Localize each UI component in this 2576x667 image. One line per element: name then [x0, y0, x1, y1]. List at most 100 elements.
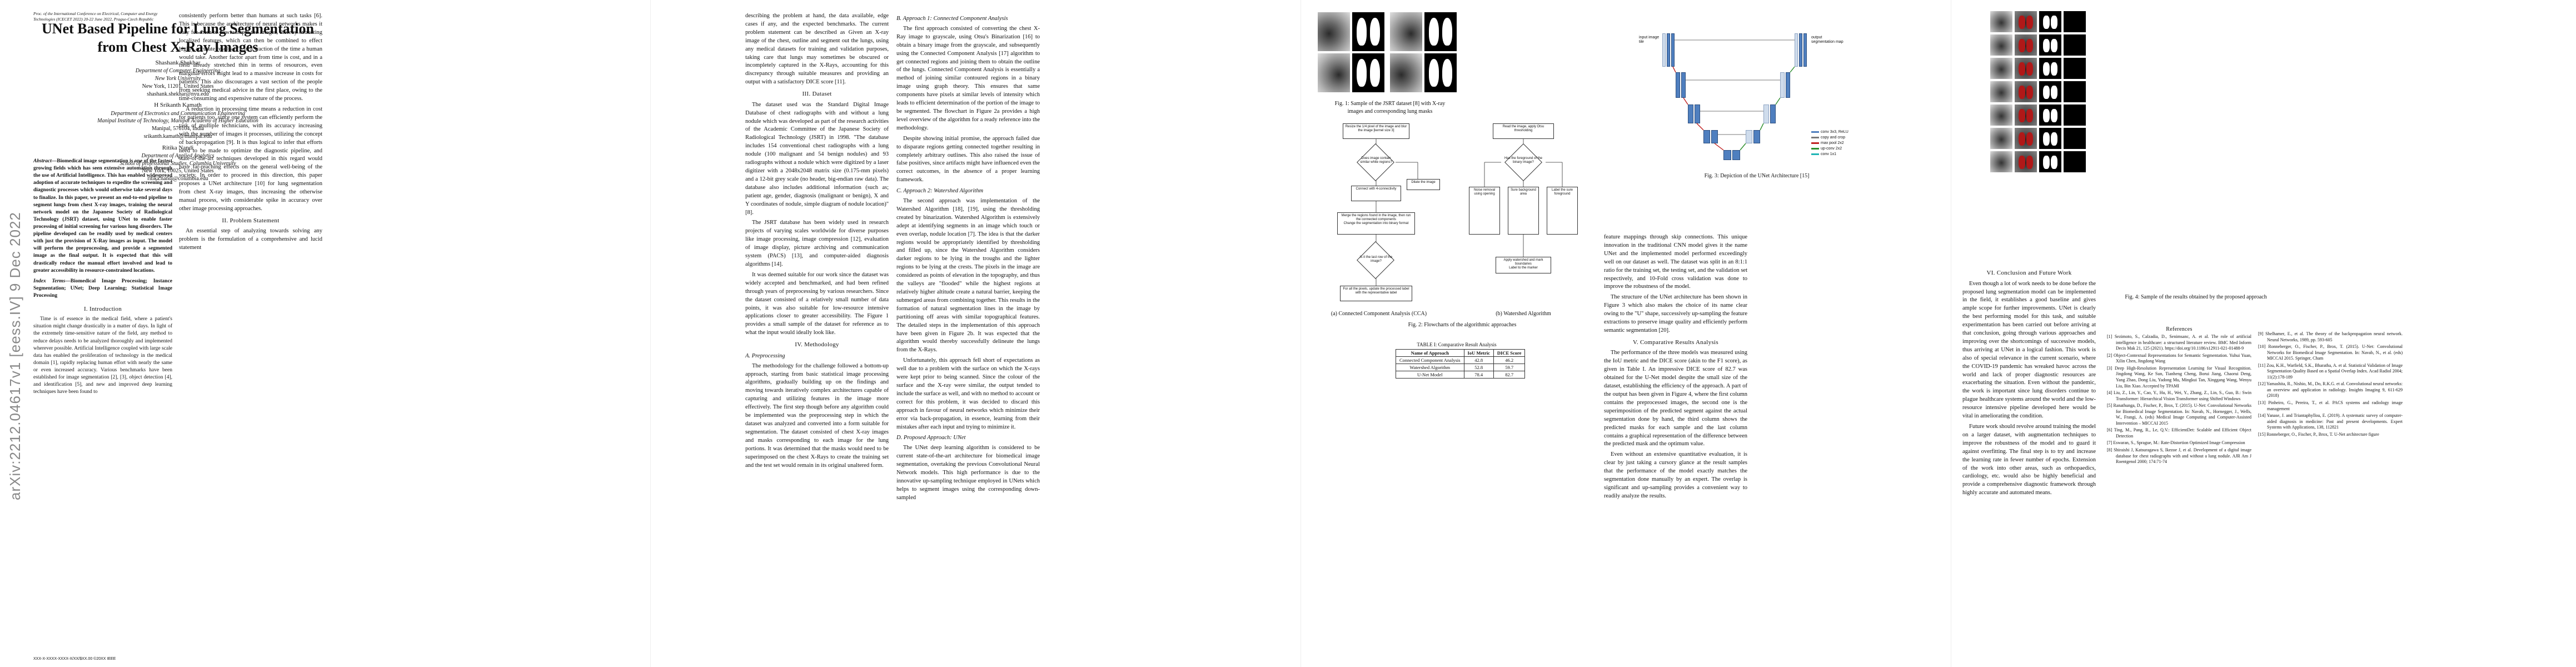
reference-item: [6] Ting, M., Pang, R., Le, Q.V.: Effici…: [2107, 427, 2251, 439]
reference-item: [15] Ronneberger, O., Fischer, P., Brox,…: [2258, 431, 2379, 437]
legend-conv: conv 3x3, ReLU: [1811, 130, 1848, 134]
flow-a-connect: Connect with 4-connectivity: [1351, 186, 1401, 201]
table-cell: U-Net Model: [1396, 371, 1464, 379]
paragraph: The methodology for the challenge follow…: [745, 362, 889, 469]
table-header: DICE Score: [1493, 349, 1526, 357]
author-name: H Srikanth Kamath: [154, 102, 202, 109]
arxiv-stamp: arXiv:2212.04617v1 [eess.IV] 9 Dec 2022: [2, 211, 27, 500]
author-email: shashank.shekhar@nyu.edu: [147, 91, 209, 97]
table-row: Watershed Algorithm 52.8 59.7: [1396, 364, 1526, 371]
author-dept: Department of Applied Analytics: [141, 152, 215, 159]
paragraph: feature mappings through skip connection…: [1604, 234, 1747, 290]
flow-b-foreground: Label the sure foreground: [1547, 187, 1578, 235]
table-header: IoU Metric: [1463, 349, 1494, 357]
copyright-footer: XXX-X-XXXX-XXXX-X/XX/$XX.00 ©20XX IEEE: [33, 657, 116, 661]
page-2: describing the problem at hand, the data…: [650, 0, 1298, 667]
paragraph: Even though a lot of work needs to be do…: [1962, 280, 2096, 420]
table-cell: 46.2: [1493, 356, 1526, 364]
table-row: U-Net Model 78.4 82.7: [1396, 371, 1526, 379]
unet-output-label: output segmentation map: [1811, 36, 1843, 44]
paragraph: describing the problem at hand, the data…: [745, 13, 889, 86]
flow-a-dilate: Dilate the image: [1407, 179, 1440, 190]
figure-3-caption: Fig. 3: Depiction of the UNet Architectu…: [1704, 173, 1810, 179]
author-inst: School of professional Studies, Columbia…: [119, 160, 236, 167]
section-heading: III. Dataset: [802, 91, 832, 98]
author-inst: Manipal Institute of Technology, Manipal…: [97, 118, 258, 125]
flow-a-q2: Is it the last row of the image?: [1359, 256, 1393, 263]
reference-item: [14] Yanase, J. and Triantaphyllou, E. (…: [2258, 413, 2403, 430]
xray-image: [1390, 53, 1422, 92]
table-cell: 42.8: [1463, 356, 1494, 364]
table-cell: 78.4: [1463, 371, 1494, 379]
paragraph: Despite showing initial promise, the app…: [896, 135, 1040, 183]
legend-conv1x1: conv 1x1: [1811, 152, 1836, 156]
intro-paragraph: Time is of essence in the medical field,…: [33, 316, 172, 395]
section-heading: VI. Conclusion and Future Work: [1986, 270, 2072, 276]
paragraph: It was deemed suitable for our work sinc…: [745, 271, 889, 336]
paper-title: UNet Based Pipeline for Lung Segmentatio…: [42, 21, 314, 55]
author-1: Shashank Shekhar Department of Computer …: [33, 59, 322, 98]
author-name: Ritika Nandi: [162, 144, 194, 151]
table-header-row: Name of Approach IoU Metric DICE Score: [1396, 349, 1526, 357]
page4-left-column: VI. Conclusion and Future Work Even thou…: [1962, 266, 2096, 500]
section-heading: II. Problem Statement: [222, 217, 280, 224]
paragraph: The structure of the UNet architecture h…: [1604, 294, 1747, 334]
author-email: srikanth.kamath@manipal.edu: [143, 133, 212, 140]
author-addr: New York, 11201, United States: [142, 83, 214, 89]
paragraph: An essential step of analyzing towards s…: [179, 228, 322, 251]
abstract-label: Abstract: [33, 158, 52, 164]
reference-item: [10] Ronneberger, O., Fischer, P., Brox,…: [2258, 344, 2403, 361]
reference-item: [9] Shelhamer, E., et al. The theory of …: [2258, 331, 2403, 342]
flow-b-q1: Has the foreground of the binary image?: [1504, 157, 1543, 164]
page3-right-column: feature mappings through skip connection…: [1604, 233, 1747, 503]
lung-mask: [1424, 53, 1457, 92]
paragraph: The JSRT database has been widely used i…: [745, 220, 889, 267]
reference-item: [13] Pinheiro, G., Pereira, T., et al. P…: [2258, 400, 2403, 411]
page-3: Fig. 1: Sample of the JSRT dataset [8] w…: [1301, 0, 1948, 667]
flow-a-q1: Does image contain similar white regions…: [1360, 157, 1392, 164]
author-block: Shashank Shekhar Department of Computer …: [33, 56, 322, 183]
index-terms-text: —Biomedical Image Processing; Instance S…: [33, 278, 172, 298]
conference-header: Proc. of the International Conference on…: [33, 11, 158, 22]
paragraph: Even without an extensive quantitative e…: [1604, 451, 1747, 499]
references-right: [9] Shelhamer, E., et al. The theory of …: [2258, 331, 2403, 439]
paragraph: The first approach consisted of converti…: [896, 25, 1040, 131]
page-4: VI. Conclusion and Future Work Even thou…: [1951, 0, 2576, 667]
paragraph: consistently perform better than humans …: [179, 13, 322, 102]
table-caption: TABLE I: Comparative Result Analysis: [1417, 342, 1497, 347]
flow-b-background: Sure background area: [1508, 187, 1539, 235]
figure-1-caption: Fig. 1: Sample of the JSRT dataset [8] w…: [1334, 101, 1446, 115]
lung-mask: [1352, 12, 1384, 51]
author-addr: Manipal, 576104, India: [152, 126, 204, 132]
author-dept: Department of Computer Engineering: [135, 68, 221, 74]
figure-1-samples: [1318, 12, 1457, 93]
flow-a-end: For all the pixels, update the processed…: [1340, 286, 1412, 301]
reference-item: [5] Ranathunga, D., Fischer, P., Brox, T…: [2107, 403, 2251, 426]
flow-a-start: Resize the 1/4 pixel of the image and bl…: [1343, 123, 1409, 139]
lung-mask: [1352, 53, 1384, 92]
references-heading: References: [2166, 326, 2193, 332]
reference-item: [2] Object-Contextual Representations fo…: [2107, 352, 2251, 364]
reference-item: [8] Shiraishi J, Katsuragawa S, Ikezoe J…: [2107, 447, 2251, 465]
legend-maxpool: max pool 2x2: [1811, 141, 1844, 145]
results-table: Name of Approach IoU Metric DICE Score C…: [1396, 349, 1526, 379]
table-cell: 59.7: [1493, 364, 1526, 371]
table-cell: Connected Component Analysis: [1396, 356, 1464, 364]
author-3: Ritika Nandi Department of Applied Analy…: [33, 144, 322, 183]
page2-left-column: describing the problem at hand, the data…: [745, 12, 889, 472]
paragraph: The performance of the three models was …: [1604, 350, 1747, 447]
page2-right-column: B. Approach 1: Connected Component Analy…: [896, 12, 1040, 505]
subsection-heading: A. Preprocessing: [745, 352, 785, 359]
paragraph: The UNet deep learning algorithm is cons…: [896, 445, 1040, 501]
lung-mask: [1424, 12, 1457, 51]
author-addr: New York, 10025, United States: [142, 168, 214, 175]
flow-b-watershed: Apply watershed and mark boundaries Labe…: [1496, 257, 1551, 273]
reference-item: [3] Deep High-Resolution Representation …: [2107, 365, 2251, 389]
figure-4-results: [1990, 11, 2101, 206]
section-heading: IV. Methodology: [795, 341, 839, 349]
paragraph: The second approach was implementation o…: [896, 198, 1040, 354]
subsection-heading: B. Approach 1: Connected Component Analy…: [896, 16, 1008, 22]
paragraph: The dataset used was the Standard Digita…: [745, 101, 889, 216]
xray-image: [1390, 12, 1422, 51]
table-header: Name of Approach: [1396, 349, 1464, 357]
